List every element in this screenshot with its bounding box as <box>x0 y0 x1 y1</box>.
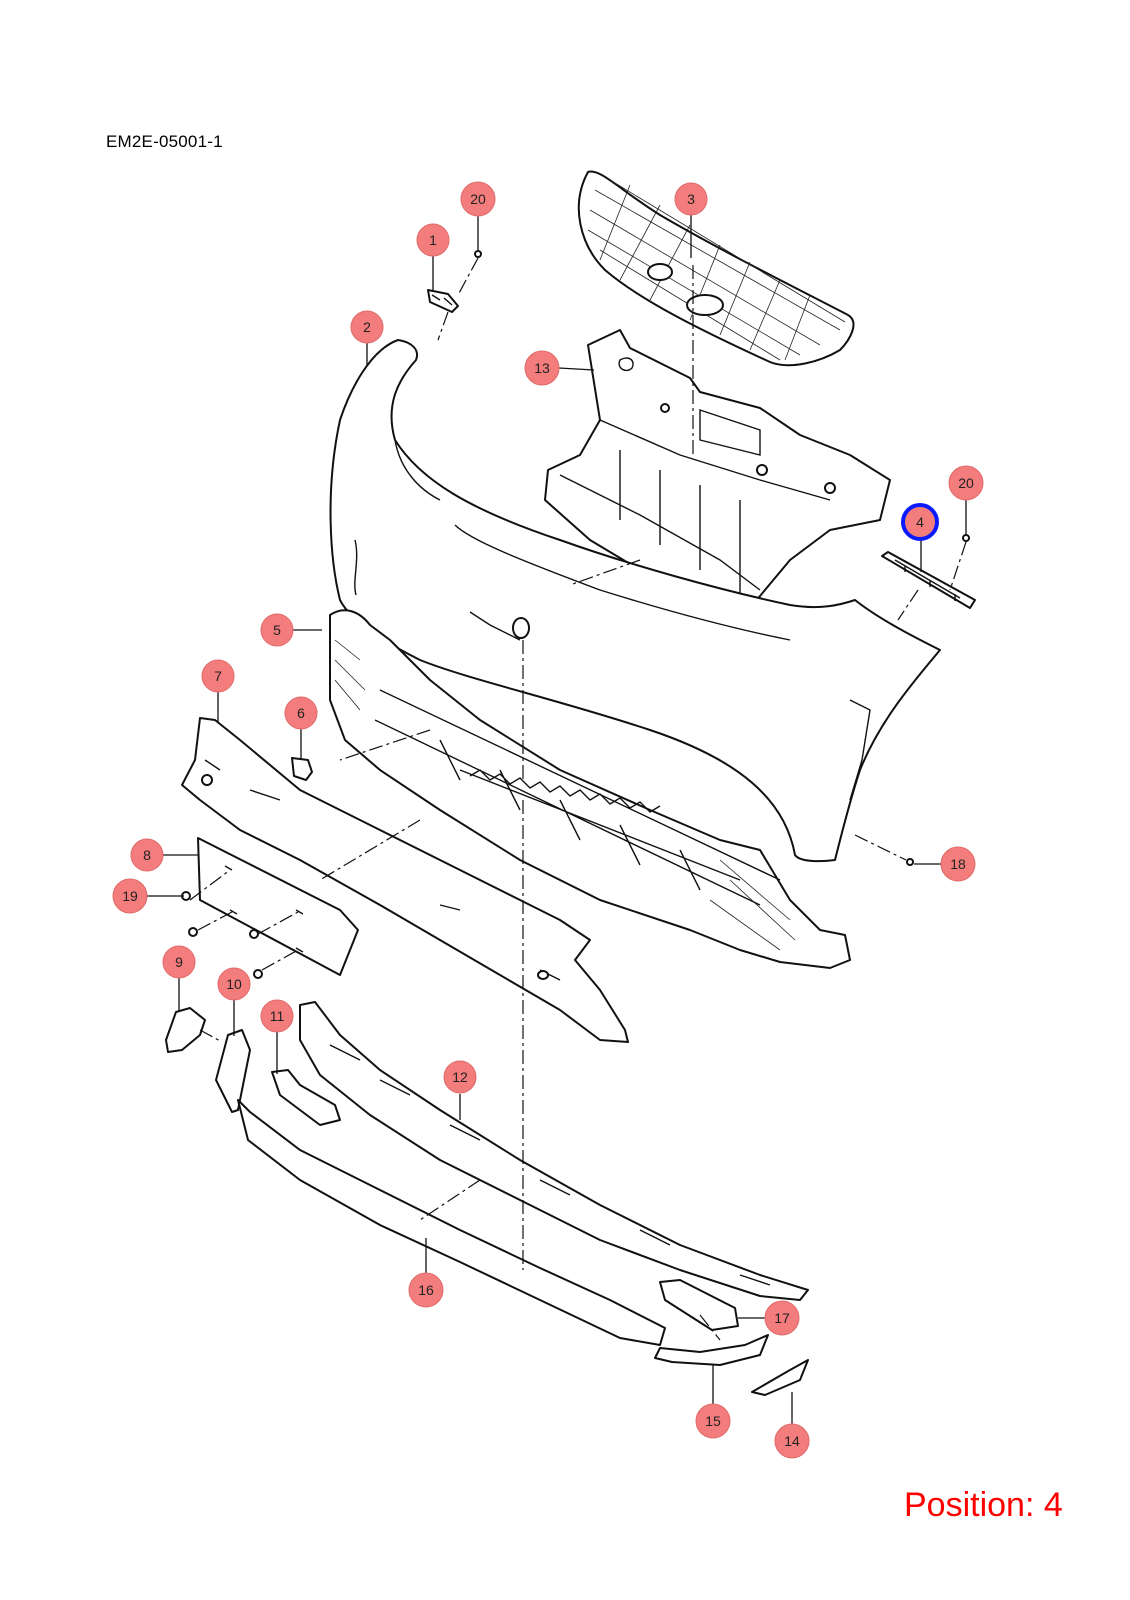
callout-number: 16 <box>418 1282 434 1298</box>
leader-lines <box>147 215 967 1425</box>
part-lower-grille <box>329 609 851 969</box>
callout-11[interactable]: 11 <box>260 999 294 1033</box>
callout-number: 9 <box>175 954 183 970</box>
callout-1[interactable]: 1 <box>416 223 450 257</box>
callout-7[interactable]: 7 <box>201 659 235 693</box>
callout-number: 19 <box>122 888 138 904</box>
diagram-code: EM2E-05001-1 <box>106 132 223 151</box>
fasteners <box>181 250 970 979</box>
part-small-bracket <box>271 1069 341 1126</box>
callout-number: 11 <box>270 1008 285 1024</box>
callout-9[interactable]: 9 <box>162 945 196 979</box>
part-plate-bracket <box>197 837 359 976</box>
callout-14[interactable]: 14 <box>774 1423 810 1459</box>
callout-number: 8 <box>143 847 151 863</box>
callout-20-top[interactable]: 20 <box>460 181 496 217</box>
callout-3[interactable]: 3 <box>674 182 708 216</box>
callout-8[interactable]: 8 <box>130 838 164 872</box>
part-corner-bracket <box>659 1279 739 1331</box>
screw-icon <box>474 250 482 258</box>
callout-number: 4 <box>916 514 924 530</box>
callout-number: 6 <box>297 705 305 721</box>
assembly-lines <box>189 257 967 1341</box>
nut-icon <box>253 969 263 979</box>
part-grille <box>577 170 855 367</box>
callout-19[interactable]: 19 <box>112 878 148 914</box>
callout-20-right[interactable]: 20 <box>948 465 984 501</box>
callout-number: 7 <box>214 668 222 684</box>
part-side-bracket <box>165 1007 206 1053</box>
callout-10[interactable]: 10 <box>217 967 251 1001</box>
callout-number: 20 <box>958 475 974 491</box>
callout-number: 2 <box>363 319 371 335</box>
callout-17[interactable]: 17 <box>764 1300 800 1336</box>
position-label: Position: 4 <box>904 1486 1063 1524</box>
part-end-cap <box>751 1359 809 1396</box>
part-bracket-left <box>427 289 459 313</box>
screw-icon <box>962 534 970 542</box>
callout-number: 1 <box>429 232 437 248</box>
part-bumper-lip <box>237 1099 666 1346</box>
callout-number: 14 <box>784 1433 800 1449</box>
callout-12[interactable]: 12 <box>443 1060 477 1094</box>
callout-number: 12 <box>452 1069 468 1085</box>
part-clip <box>291 757 313 781</box>
callouts: 1 2 3 4 5 6 7 <box>112 181 984 1459</box>
part-bracket-right <box>881 551 976 609</box>
callout-5[interactable]: 5 <box>260 613 294 647</box>
part-lower-reinforcement <box>299 1001 809 1301</box>
callout-number: 5 <box>273 622 281 638</box>
callout-number: 10 <box>226 976 242 992</box>
callout-18[interactable]: 18 <box>940 846 976 882</box>
callout-number: 3 <box>687 191 695 207</box>
callout-4[interactable]: 4 <box>901 503 939 541</box>
callout-16[interactable]: 16 <box>408 1272 444 1308</box>
callout-number: 15 <box>705 1413 721 1429</box>
part-lip-end <box>654 1334 769 1366</box>
callout-2[interactable]: 2 <box>350 310 384 344</box>
callout-6[interactable]: 6 <box>284 696 318 730</box>
callout-15[interactable]: 15 <box>695 1403 731 1439</box>
callout-number: 20 <box>470 191 486 207</box>
callout-number: 18 <box>950 856 966 872</box>
callout-number: 17 <box>774 1310 790 1326</box>
callout-13[interactable]: 13 <box>524 350 560 386</box>
part-side-trim <box>215 1029 251 1113</box>
part-lower-panel <box>181 717 629 1043</box>
screw-icon <box>906 858 914 866</box>
nut-icon <box>188 927 198 937</box>
callout-number: 13 <box>534 360 550 376</box>
part-upper-reinforcement <box>544 329 891 621</box>
nut-icon <box>249 929 259 939</box>
